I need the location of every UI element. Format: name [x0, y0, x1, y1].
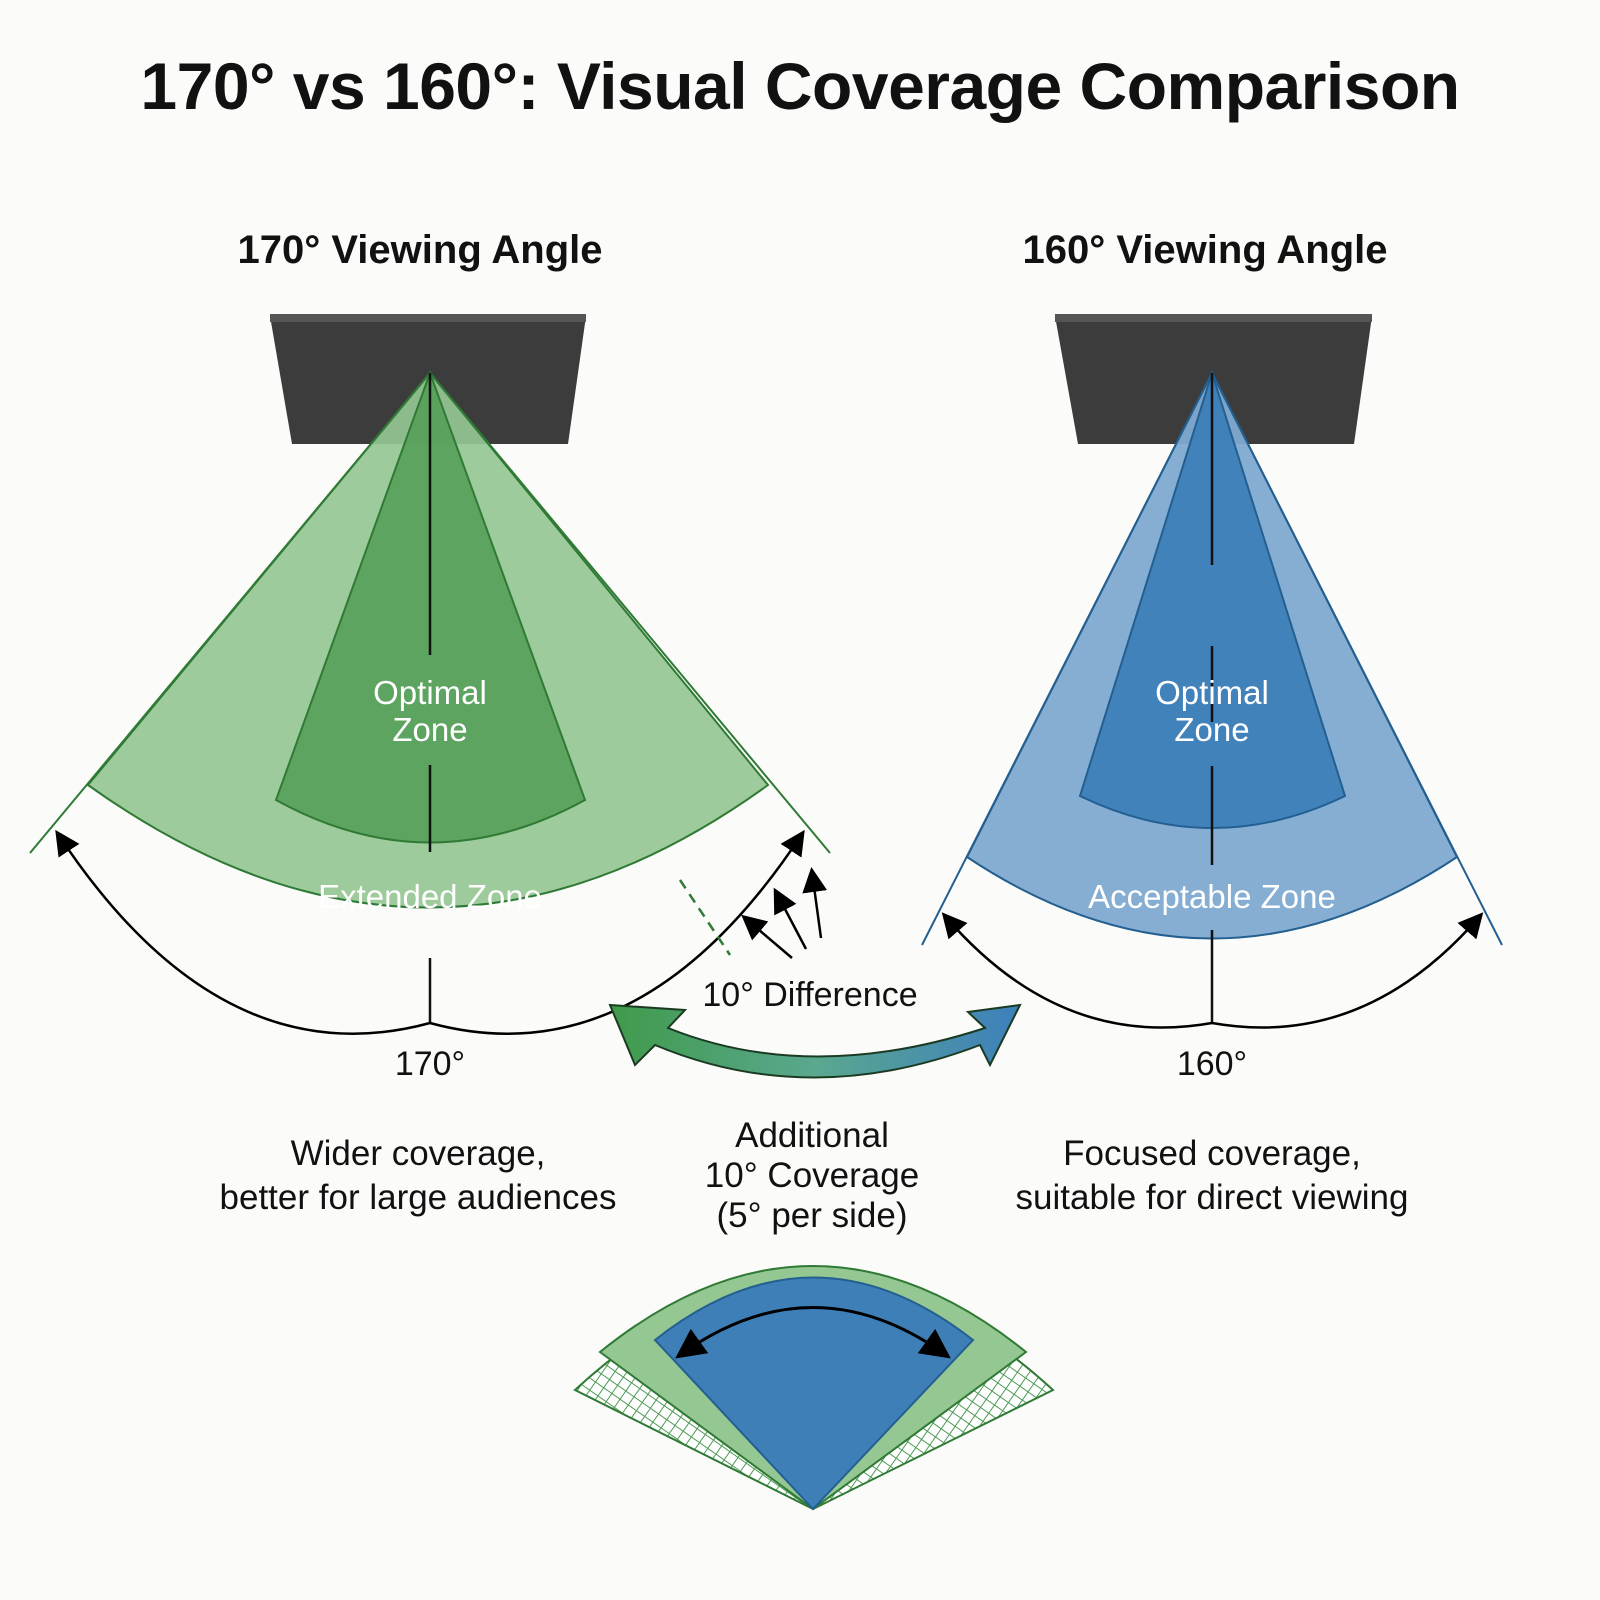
coverage-overlap-fan-icon	[573, 1265, 1055, 1511]
left-extended-zone-label: Extended Zone	[318, 878, 542, 915]
right-panel-heading: 160° Viewing Angle	[1022, 228, 1388, 272]
left-description-line2: better for large audiences	[219, 1178, 617, 1217]
difference-double-arrow-icon	[608, 1003, 1022, 1079]
left-description-line1: Wider coverage,	[290, 1134, 546, 1173]
right-acceptable-zone-label: Acceptable Zone	[1088, 878, 1336, 915]
left-optimal-label-line1: Optimal	[373, 674, 487, 711]
left-optimal-zone-label: Optimal Zone	[330, 674, 530, 748]
additional-line2: 10° Coverage	[704, 1156, 920, 1195]
right-description: Focused coverage, suitable for direct vi…	[952, 1132, 1472, 1220]
additional-line1: Additional	[735, 1116, 889, 1155]
left-angle-arc-arrow	[55, 829, 805, 1035]
additional-line3: (5° per side)	[716, 1196, 908, 1235]
right-optimal-label-line2: Zone	[1174, 711, 1250, 748]
right-optimal-label-line1: Optimal	[1155, 674, 1269, 711]
page-title: 170° vs 160°: Visual Coverage Comparison	[140, 49, 1460, 123]
left-panel-heading: 170° Viewing Angle	[237, 228, 603, 272]
right-optimal-zone-label: Optimal Zone	[1112, 674, 1312, 748]
extension-arrows-icon	[741, 867, 828, 959]
additional-coverage-label: Additional 10° Coverage (5° per side)	[690, 1116, 934, 1236]
left-description: Wider coverage, better for large audienc…	[158, 1132, 678, 1220]
right-description-line2: suitable for direct viewing	[1015, 1178, 1409, 1217]
left-optimal-label-line2: Zone	[392, 711, 468, 748]
difference-label: 10° Difference	[702, 976, 918, 1014]
right-angle-arc-arrow	[941, 912, 1484, 1029]
left-angle-label: 170°	[394, 1045, 466, 1083]
right-angle-label: 160°	[1176, 1045, 1248, 1083]
right-description-line1: Focused coverage,	[1063, 1134, 1361, 1173]
